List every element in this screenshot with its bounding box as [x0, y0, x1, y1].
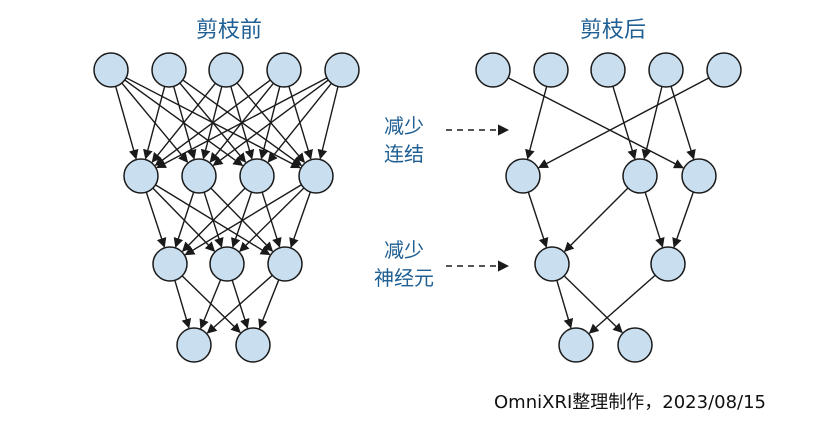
- after-edge-l0-4-0: [538, 77, 710, 169]
- before-edge-l0-0-0: [114, 86, 139, 160]
- before-edge-l1-1-0: [173, 191, 195, 248]
- after-edge-l0-1-0: [525, 86, 548, 160]
- after-neuron-l3-1: [617, 327, 653, 363]
- after-neuron-l1-0: [505, 158, 541, 194]
- before-edge-l1-2-2: [261, 191, 282, 248]
- before-neuron-l0-4: [324, 52, 360, 88]
- before-edge-l2-0-0: [174, 280, 192, 329]
- after-network-nodes: [475, 52, 742, 363]
- reduce-neurons-line1: 减少: [384, 238, 424, 262]
- after-neuron-l1-1: [622, 158, 658, 194]
- reduce-neurons-label: 减少 神经元: [359, 236, 449, 292]
- before-edge-l1-3-0: [184, 184, 302, 256]
- credit-text: OmniXRI整理制作，2023/08/15: [494, 392, 767, 413]
- after-network-edges: [507, 77, 710, 334]
- after-edge-l2-0-0: [556, 280, 574, 329]
- before-neuron-l1-1: [181, 158, 217, 194]
- before-neuron-l0-0: [93, 52, 129, 88]
- before-neuron-l3-1: [235, 327, 271, 363]
- before-network-edges: [114, 77, 339, 334]
- before-neuron-l1-3: [298, 158, 334, 194]
- after-edge-l1-2-1: [672, 191, 695, 248]
- before-neuron-l2-0: [152, 246, 188, 282]
- before-edge-l0-4-0: [156, 77, 328, 169]
- after-neuron-l0-1: [533, 52, 569, 88]
- before-neuron-l3-0: [176, 327, 212, 363]
- after-edge-l0-3-1: [641, 86, 663, 160]
- before-edge-l1-0-0: [145, 191, 167, 248]
- reduce-neurons-line2: 神经元: [374, 266, 434, 290]
- after-neuron-l1-2: [681, 158, 717, 194]
- before-edge-l1-1-1: [203, 191, 224, 248]
- after-edge-l0-0-2: [507, 77, 684, 169]
- after-edge-l2-0-1: [563, 275, 623, 334]
- before-edge-l0-1-0: [143, 86, 166, 160]
- after-neuron-l3-0: [558, 327, 594, 363]
- before-pruning-title: 剪枝前: [196, 18, 263, 43]
- after-edge-l2-1-0: [588, 274, 656, 334]
- after-neuron-l2-1: [650, 246, 686, 282]
- after-neuron-l0-4: [706, 52, 742, 88]
- reduce-connections-line1: 减少: [384, 114, 424, 138]
- before-neuron-l0-2: [208, 52, 244, 88]
- before-edge-l1-0-1: [152, 187, 216, 252]
- before-edge-l0-4-3: [317, 86, 339, 160]
- before-edge-l2-2-1: [258, 279, 280, 330]
- before-edge-l1-3-2: [289, 191, 312, 248]
- after-edge-l1-1-0: [564, 187, 629, 252]
- before-network-nodes: [93, 52, 360, 363]
- after-edge-l1-1-1: [644, 191, 665, 248]
- before-edge-l0-3-0: [154, 79, 271, 166]
- before-edge-l2-1-0: [199, 279, 222, 330]
- before-edge-l1-2-0: [181, 187, 246, 252]
- after-neuron-l0-3: [648, 52, 684, 88]
- before-edge-l0-4-1: [212, 79, 329, 166]
- before-edge-l0-4-2: [267, 82, 332, 163]
- before-edge-l1-3-1: [239, 187, 305, 253]
- before-edge-l2-2-0: [206, 274, 273, 334]
- after-neuron-l0-0: [475, 52, 511, 88]
- before-neuron-l0-1: [151, 52, 187, 88]
- before-edge-l1-2-1: [231, 191, 253, 248]
- dashed-arrows: [446, 124, 510, 272]
- after-edge-l1-0-0: [527, 191, 549, 248]
- after-neuron-l0-2: [590, 52, 626, 88]
- before-neuron-l2-1: [209, 246, 245, 282]
- after-edge-l0-3-2: [670, 86, 696, 160]
- reduce-connections-label: 减少 连结: [359, 112, 449, 168]
- before-edge-l0-2-0: [151, 82, 216, 163]
- before-neuron-l1-2: [239, 158, 275, 194]
- reduce-connections-line2: 连结: [384, 142, 424, 166]
- after-neuron-l2-0: [534, 246, 570, 282]
- before-neuron-l2-2: [267, 246, 303, 282]
- before-neuron-l0-3: [266, 52, 302, 88]
- before-neuron-l1-0: [123, 158, 159, 194]
- after-pruning-title: 剪枝后: [580, 18, 647, 43]
